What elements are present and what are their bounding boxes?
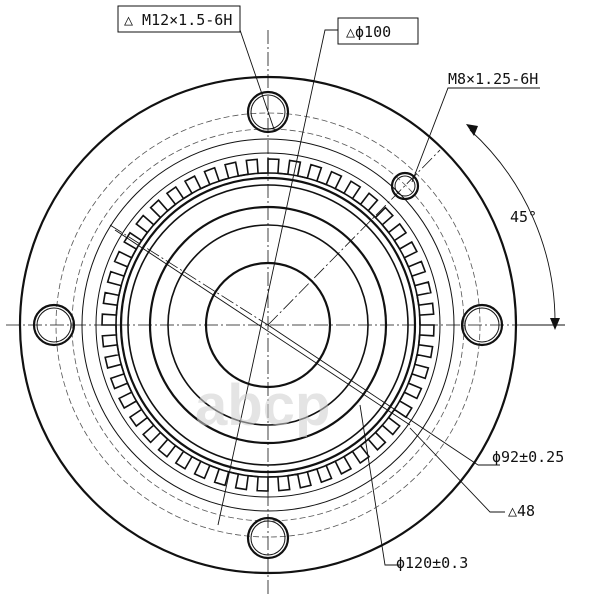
m8-hole [390, 171, 420, 201]
label-thread-m12: △ M12×1.5-6H [124, 11, 232, 29]
label-diameter-100: △ϕ100 [346, 23, 391, 41]
label-thread-m8: M8×1.25-6H [448, 70, 538, 88]
box-m12 [117, 5, 241, 33]
leader-m8 [411, 87, 540, 183]
leader-d100 [217, 29, 338, 526]
angle-arc-45 [469, 129, 556, 326]
leader-inner-d48 [114, 229, 411, 426]
box-d100 [337, 17, 419, 45]
leader-d120 [359, 404, 400, 566]
leader-d92 [267, 324, 479, 466]
watermark-logo: abcp [195, 373, 330, 438]
centerline-diagonal-135 [109, 224, 269, 326]
label-diameter-120: ϕ120±0.3 [396, 554, 468, 572]
leader-48 [409, 427, 505, 513]
angle-arrow-top [466, 124, 478, 136]
label-angle-45: 45° [510, 208, 537, 226]
label-dimension-48: △48 [508, 502, 535, 520]
label-diameter-92: ϕ92±0.25 [492, 448, 564, 466]
angle-arrow-bottom [550, 318, 560, 330]
centerline-diagonal-45 [267, 149, 441, 326]
